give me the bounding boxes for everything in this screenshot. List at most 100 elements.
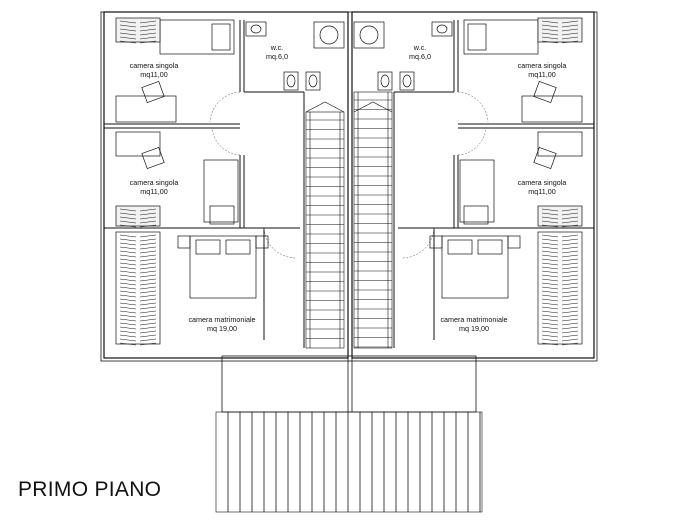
hanger-mark bbox=[561, 338, 579, 342]
hanger-mark bbox=[139, 310, 157, 314]
hanger-mark bbox=[561, 212, 579, 216]
hanger-mark bbox=[561, 286, 579, 290]
hanger-mark bbox=[561, 20, 579, 24]
hanger-mark bbox=[139, 274, 157, 278]
hanger-mark bbox=[119, 20, 137, 24]
wardrobe-hatching bbox=[119, 20, 579, 346]
hanger-mark bbox=[139, 322, 157, 326]
hanger-mark bbox=[139, 258, 157, 262]
hanger-mark bbox=[139, 246, 157, 250]
hanger-mark bbox=[541, 208, 559, 212]
hanger-mark bbox=[561, 40, 579, 44]
furniture bbox=[115, 17, 583, 345]
hanger-mark bbox=[119, 24, 137, 28]
hanger-mark bbox=[119, 334, 137, 338]
hanger-mark bbox=[119, 290, 137, 294]
hanger-mark bbox=[139, 326, 157, 330]
hanger-mark bbox=[139, 24, 157, 28]
hanger-mark bbox=[119, 342, 137, 346]
hanger-mark bbox=[561, 342, 579, 346]
hanger-mark bbox=[119, 216, 137, 220]
right-master-area: mq 19,00 bbox=[459, 324, 489, 333]
hanger-mark bbox=[561, 238, 579, 242]
hanger-mark bbox=[561, 314, 579, 318]
building-outline bbox=[100, 11, 598, 362]
left-single-bottom-name: camera singola bbox=[130, 178, 179, 187]
hanger-mark bbox=[561, 294, 579, 298]
hanger-mark bbox=[561, 36, 579, 40]
hanger-mark bbox=[119, 330, 137, 334]
hanger-mark bbox=[119, 262, 137, 266]
hanger-mark bbox=[541, 36, 559, 40]
hanger-mark bbox=[139, 282, 157, 286]
hanger-mark bbox=[541, 322, 559, 326]
hanger-mark bbox=[139, 238, 157, 242]
hanger-mark bbox=[139, 342, 157, 346]
hanger-mark bbox=[561, 254, 579, 258]
hanger-mark bbox=[119, 28, 137, 32]
hanger-mark bbox=[139, 306, 157, 310]
hanger-mark bbox=[541, 302, 559, 306]
hanger-mark bbox=[119, 306, 137, 310]
hanger-mark bbox=[139, 270, 157, 274]
hanger-mark bbox=[119, 302, 137, 306]
hanger-mark bbox=[541, 250, 559, 254]
hanger-mark bbox=[541, 242, 559, 246]
hanger-mark bbox=[541, 274, 559, 278]
hanger-mark bbox=[541, 40, 559, 44]
hanger-mark bbox=[561, 250, 579, 254]
left-single-bottom-area: mq11,00 bbox=[140, 187, 167, 196]
hanger-mark bbox=[541, 216, 559, 220]
hanger-mark bbox=[119, 32, 137, 36]
hanger-mark bbox=[561, 224, 579, 228]
hanger-mark bbox=[541, 28, 559, 32]
right-staircase bbox=[353, 91, 393, 349]
hanger-mark bbox=[541, 266, 559, 270]
hanger-mark bbox=[139, 212, 157, 216]
hanger-mark bbox=[119, 294, 137, 298]
hanger-mark bbox=[139, 28, 157, 32]
hanger-mark bbox=[119, 40, 137, 44]
hanger-mark bbox=[561, 32, 579, 36]
right-master-name: camera matrimoniale bbox=[440, 315, 507, 324]
hanger-mark bbox=[541, 286, 559, 290]
hanger-mark bbox=[541, 298, 559, 302]
hanger-mark bbox=[119, 238, 137, 242]
left-single-top-area: mq11,00 bbox=[140, 70, 167, 79]
hanger-mark bbox=[561, 298, 579, 302]
drawing-title: PRIMO PIANO bbox=[18, 478, 162, 501]
hanger-mark bbox=[561, 258, 579, 262]
hanger-mark bbox=[541, 258, 559, 262]
hanger-mark bbox=[139, 262, 157, 266]
hanger-mark bbox=[119, 270, 137, 274]
hanger-mark bbox=[561, 330, 579, 334]
hanger-mark bbox=[139, 216, 157, 220]
hanger-mark bbox=[139, 40, 157, 44]
hanger-mark bbox=[119, 318, 137, 322]
hanger-mark bbox=[139, 302, 157, 306]
left-wc-area: mq.6,0 bbox=[266, 52, 288, 61]
hanger-mark bbox=[119, 36, 137, 40]
hanger-mark bbox=[119, 310, 137, 314]
hanger-mark bbox=[561, 302, 579, 306]
hanger-mark bbox=[541, 330, 559, 334]
hanger-mark bbox=[541, 254, 559, 258]
hanger-mark bbox=[561, 246, 579, 250]
hanger-mark bbox=[541, 20, 559, 24]
balcony bbox=[215, 355, 483, 513]
hanger-mark bbox=[139, 36, 157, 40]
hanger-mark bbox=[119, 220, 137, 224]
hanger-mark bbox=[119, 224, 137, 228]
hanger-mark bbox=[561, 278, 579, 282]
hanger-mark bbox=[119, 298, 137, 302]
hanger-mark bbox=[119, 326, 137, 330]
hanger-mark bbox=[139, 254, 157, 258]
hanger-mark bbox=[561, 326, 579, 330]
hanger-mark bbox=[541, 32, 559, 36]
hanger-mark bbox=[139, 242, 157, 246]
hanger-mark bbox=[139, 220, 157, 224]
hanger-mark bbox=[139, 334, 157, 338]
right-single-bottom-area: mq11,00 bbox=[528, 187, 555, 196]
hanger-mark bbox=[561, 318, 579, 322]
left-wc-fixtures bbox=[245, 21, 345, 91]
